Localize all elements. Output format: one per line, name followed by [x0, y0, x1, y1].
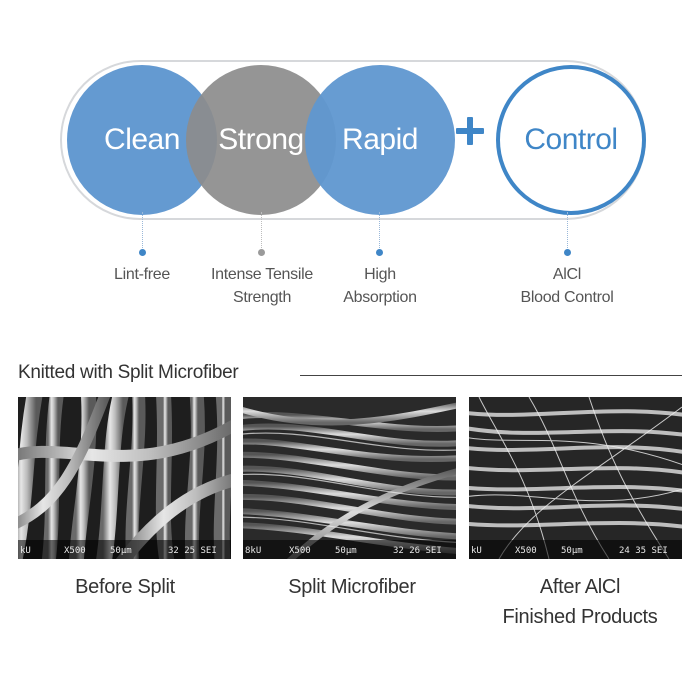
caption-before-split: Before Split: [10, 572, 240, 602]
section-title: Knitted with Split Microfiber: [18, 362, 239, 383]
section-divider: [300, 375, 682, 376]
caption-after-alcl: After AlCl Finished Products: [465, 572, 695, 632]
feature-desc-line: Blood Control: [520, 289, 614, 306]
feature-title-strong: Strong: [218, 123, 304, 156]
sem-label-mag: X500: [515, 546, 537, 556]
connector-rapid: [379, 212, 380, 248]
sem-image-split-microfiber: 8kU X500 50µm 32 26 SEI: [243, 397, 456, 559]
sem-label-scale: 50µm: [110, 546, 132, 556]
feature-desc-line: AlCl: [552, 266, 582, 283]
caption-line: Before Split: [75, 576, 175, 598]
dot-control: [564, 249, 571, 256]
sem-label-scale: 50µm: [335, 546, 357, 556]
caption-line: Split Microfiber: [288, 576, 416, 598]
feature-title-clean: Clean: [104, 123, 180, 156]
feature-title-control: Control: [524, 123, 618, 156]
feature-label-strong: Intense Tensile Strength: [182, 263, 342, 309]
caption-split-microfiber: Split Microfiber: [237, 572, 467, 602]
feature-desc-line: Lint-free: [114, 266, 170, 283]
dot-clean: [139, 249, 146, 256]
plus-icon: [452, 113, 488, 149]
feature-title-rapid: Rapid: [342, 123, 418, 156]
sem-label-info: 32 25 SEI: [168, 546, 217, 556]
sem-label-kv: kU: [20, 546, 31, 556]
feature-label-rapid: High Absorption: [300, 263, 460, 309]
sem-label-scale: 50µm: [561, 546, 583, 556]
sem-label-mag: X500: [64, 546, 86, 556]
feature-desc-line: Intense Tensile: [211, 266, 313, 283]
dot-strong: [258, 249, 265, 256]
feature-desc-line: High: [364, 266, 396, 283]
feature-label-clean: Lint-free: [62, 263, 222, 286]
sem-label-kv: 8kU: [245, 546, 261, 556]
feature-circle-rapid: Rapid: [305, 65, 455, 215]
connector-strong: [261, 212, 262, 248]
sem-label-kv: kU: [471, 546, 482, 556]
sem-label-mag: X500: [289, 546, 311, 556]
feature-desc-line: Absorption: [343, 289, 417, 306]
connector-clean: [142, 212, 143, 248]
sem-image-after-alcl: kU X500 50µm 24 35 SEI: [469, 397, 682, 559]
sem-image-before-split: kU X500 50µm 32 25 SEI: [18, 397, 231, 559]
dot-rapid: [376, 249, 383, 256]
feature-label-control: AlCl Blood Control: [487, 263, 647, 309]
sem-label-info: 32 26 SEI: [393, 546, 442, 556]
caption-line: After AlCl: [539, 576, 621, 598]
connector-control: [567, 212, 568, 248]
caption-line: Finished Products: [502, 606, 658, 628]
feature-circle-control: Control: [496, 65, 646, 215]
sem-label-info: 24 35 SEI: [619, 546, 668, 556]
feature-desc-line: Strength: [232, 289, 292, 306]
